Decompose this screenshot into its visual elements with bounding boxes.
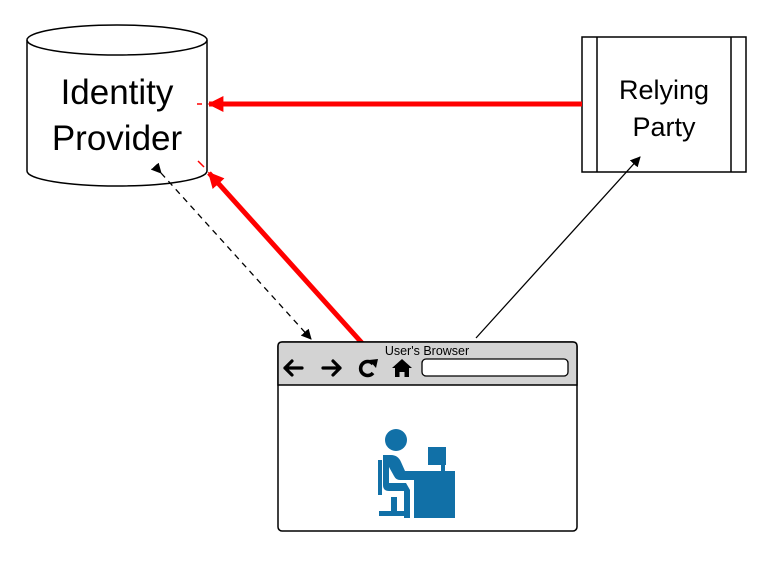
relying-party-node: Relying Party bbox=[581, 36, 747, 173]
arrow-left-icon[interactable] bbox=[283, 359, 304, 377]
browser-to-idp-arrow bbox=[207, 171, 373, 355]
browser-title: User's Browser bbox=[385, 344, 469, 358]
identity-provider-node: Identity Provider bbox=[26, 24, 208, 187]
relying-party-label-1: Relying bbox=[619, 75, 709, 105]
relying-party-label-2: Party bbox=[632, 112, 696, 142]
identity-provider-label-2: Provider bbox=[52, 119, 183, 158]
address-bar[interactable] bbox=[421, 358, 569, 377]
arrow-right-icon[interactable] bbox=[321, 359, 342, 377]
browser-window: User's Browser bbox=[277, 341, 578, 532]
idp-browser-dashed-arrow bbox=[150, 162, 312, 340]
user-at-computer-icon bbox=[378, 429, 455, 518]
reload-icon[interactable] bbox=[358, 359, 378, 378]
browser-to-rp-arrow bbox=[475, 156, 641, 339]
home-icon[interactable] bbox=[392, 359, 412, 377]
identity-provider-label-1: Identity bbox=[61, 73, 174, 112]
